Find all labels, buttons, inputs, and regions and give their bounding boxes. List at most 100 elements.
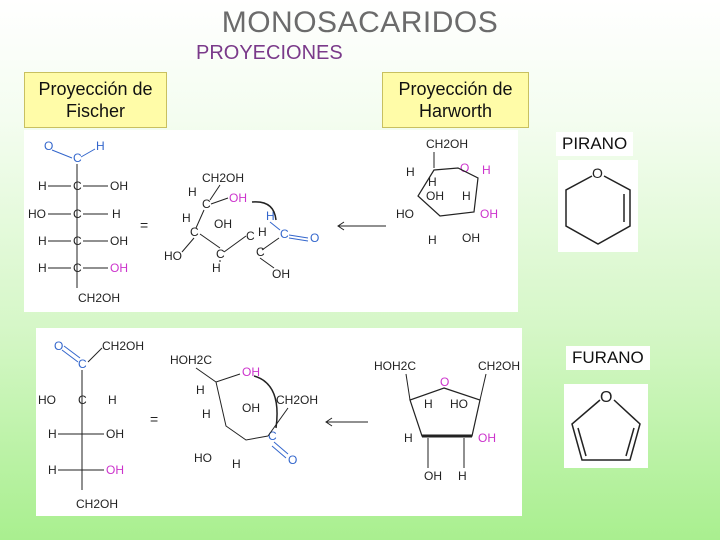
- inter-c3: C: [216, 247, 225, 261]
- haworth-oh-pink: OH: [480, 207, 498, 221]
- binter-chain: [195, 367, 269, 441]
- page-subtitle: PROYECIONES: [196, 42, 343, 64]
- furan-o: O: [600, 389, 612, 406]
- bfischer-ch2oh-top: CH2OH: [102, 339, 144, 353]
- binter-oh1: OH: [242, 401, 260, 415]
- fischer-row2-left: HO: [28, 207, 46, 221]
- fischer-aldehyde-h: H: [96, 139, 105, 153]
- inter-oh1: OH: [214, 217, 232, 231]
- bfischer-row3-right: OH: [106, 463, 124, 477]
- binter-arrow-curve: [253, 375, 278, 429]
- haworth-top: CH2OH: [426, 137, 468, 151]
- fischer-aldehyde-o: O: [44, 139, 53, 153]
- binter-c-blue: C: [268, 429, 277, 443]
- inter-h2: H: [182, 211, 191, 225]
- binter-hoh2c: HOH2C: [170, 353, 212, 367]
- fischer-row4-right: OH: [110, 261, 128, 275]
- inter-c4: C: [246, 229, 255, 243]
- bfischer-row2-left: H: [48, 427, 57, 441]
- fischer-row4-left: H: [38, 261, 47, 275]
- fischer-row4-c: C: [73, 261, 82, 275]
- binter-h2: H: [202, 407, 211, 421]
- haworth-ho: HO: [396, 207, 414, 221]
- binter-h1: H: [196, 383, 205, 397]
- bfischer-c: C: [78, 357, 87, 371]
- binter-oh-pink: OH: [242, 365, 260, 379]
- pyran-o: O: [592, 165, 603, 181]
- furan-panel: O: [564, 384, 648, 468]
- haworth-h-inner: H: [428, 175, 437, 189]
- bfischer-row2-right: OH: [106, 427, 124, 441]
- glucose-structures-diagram: O C H H C OH HO C H H C OH H C OH CH2OH …: [28, 137, 498, 305]
- inter-c2: C: [190, 225, 199, 239]
- inter-h1: H: [188, 185, 197, 199]
- fischer-aldehyde-c: C: [73, 151, 82, 165]
- binter-ch2oh: CH2OH: [276, 393, 318, 407]
- inter-c1: C: [202, 197, 211, 211]
- binter-ho: HO: [194, 451, 212, 465]
- bhaworth-ho: HO: [450, 397, 468, 411]
- furan-ring: [571, 399, 641, 461]
- bhaworth-oh-pink: OH: [478, 431, 496, 445]
- furano-label: FURANO: [566, 346, 650, 370]
- bfischer-row1-left: HO: [38, 393, 56, 407]
- haworth-h-inner2: H: [462, 189, 471, 203]
- pirano-label: PIRANO: [556, 132, 634, 156]
- binter-h3: H: [232, 457, 241, 471]
- inter-c5: C: [256, 245, 265, 259]
- haworth-h-bottom: H: [428, 233, 437, 247]
- inter-top: CH2OH: [202, 171, 244, 185]
- haworth-label: Proyección de Harworth: [382, 72, 529, 128]
- bhaworth-ring: [409, 387, 481, 437]
- haworth-ring: [417, 167, 479, 217]
- fischer-row2-c: C: [73, 207, 82, 221]
- haworth-h-left: H: [406, 165, 415, 179]
- bfischer-row3-left: H: [48, 463, 57, 477]
- inter-h4: H: [258, 225, 267, 239]
- fischer-row3-left: H: [38, 234, 47, 248]
- bhaworth-ch2oh: CH2OH: [478, 359, 520, 373]
- bfischer-bottom: CH2OH: [76, 497, 118, 511]
- bhaworth-ring-o: O: [440, 375, 449, 389]
- haworth-h-pink: H: [482, 163, 491, 177]
- bfischer-o: O: [54, 339, 63, 353]
- fructose-structures-diagram: O C CH2OH HO C H H OH H OH CH2OH = HOH2C…: [38, 339, 520, 511]
- fischer-row3-right: OH: [110, 234, 128, 248]
- inter-ho: HO: [164, 249, 182, 263]
- pyran-panel: O: [558, 160, 638, 252]
- pyran-ring: [565, 175, 631, 245]
- inter-oh2: OH: [272, 267, 290, 281]
- bfischer-row1-c: C: [78, 393, 87, 407]
- pyran-ring-diagram: O: [565, 165, 631, 245]
- bottom-equals: =: [150, 411, 158, 427]
- bhaworth-oh: OH: [424, 469, 442, 483]
- fischer-bottom: CH2OH: [78, 291, 120, 305]
- haworth-oh-bottom: OH: [462, 231, 480, 245]
- inter-o-blue: O: [310, 231, 319, 245]
- fischer-row1-c: C: [73, 179, 82, 193]
- inter-c-blue: C: [280, 227, 289, 241]
- fischer-row2-right: H: [112, 207, 121, 221]
- bhaworth-h3: H: [458, 469, 467, 483]
- bottom-structure-panel: O C CH2OH HO C H H OH H OH CH2OH = HOH2C…: [36, 328, 522, 516]
- top-equals: =: [140, 217, 148, 233]
- inter-arrow-curve: [251, 201, 277, 221]
- bhaworth-h1: H: [424, 397, 433, 411]
- furan-ring-diagram: O: [571, 389, 641, 461]
- bfischer-row1-right: H: [108, 393, 117, 407]
- top-structure-panel: O C H H C OH HO C H H C OH H C OH CH2OH …: [24, 130, 518, 312]
- inter-oh-pink: OH: [229, 191, 247, 205]
- haworth-ring-o: O: [460, 161, 469, 175]
- binter-o-blue: O: [288, 453, 297, 467]
- page-title: MONOSACARIDOS: [221, 6, 499, 39]
- fischer-row3-c: C: [73, 234, 82, 248]
- inter-h3: H: [212, 261, 221, 275]
- fischer-row1-right: OH: [110, 179, 128, 193]
- inter-h-blue: H: [266, 209, 275, 223]
- fischer-label: Proyección de Fischer: [24, 72, 167, 128]
- fischer-co-bond: [51, 149, 73, 159]
- bhaworth-hoh2c: HOH2C: [374, 359, 416, 373]
- haworth-oh-inner: OH: [426, 189, 444, 203]
- fischer-row1-left: H: [38, 179, 47, 193]
- bhaworth-h2: H: [404, 431, 413, 445]
